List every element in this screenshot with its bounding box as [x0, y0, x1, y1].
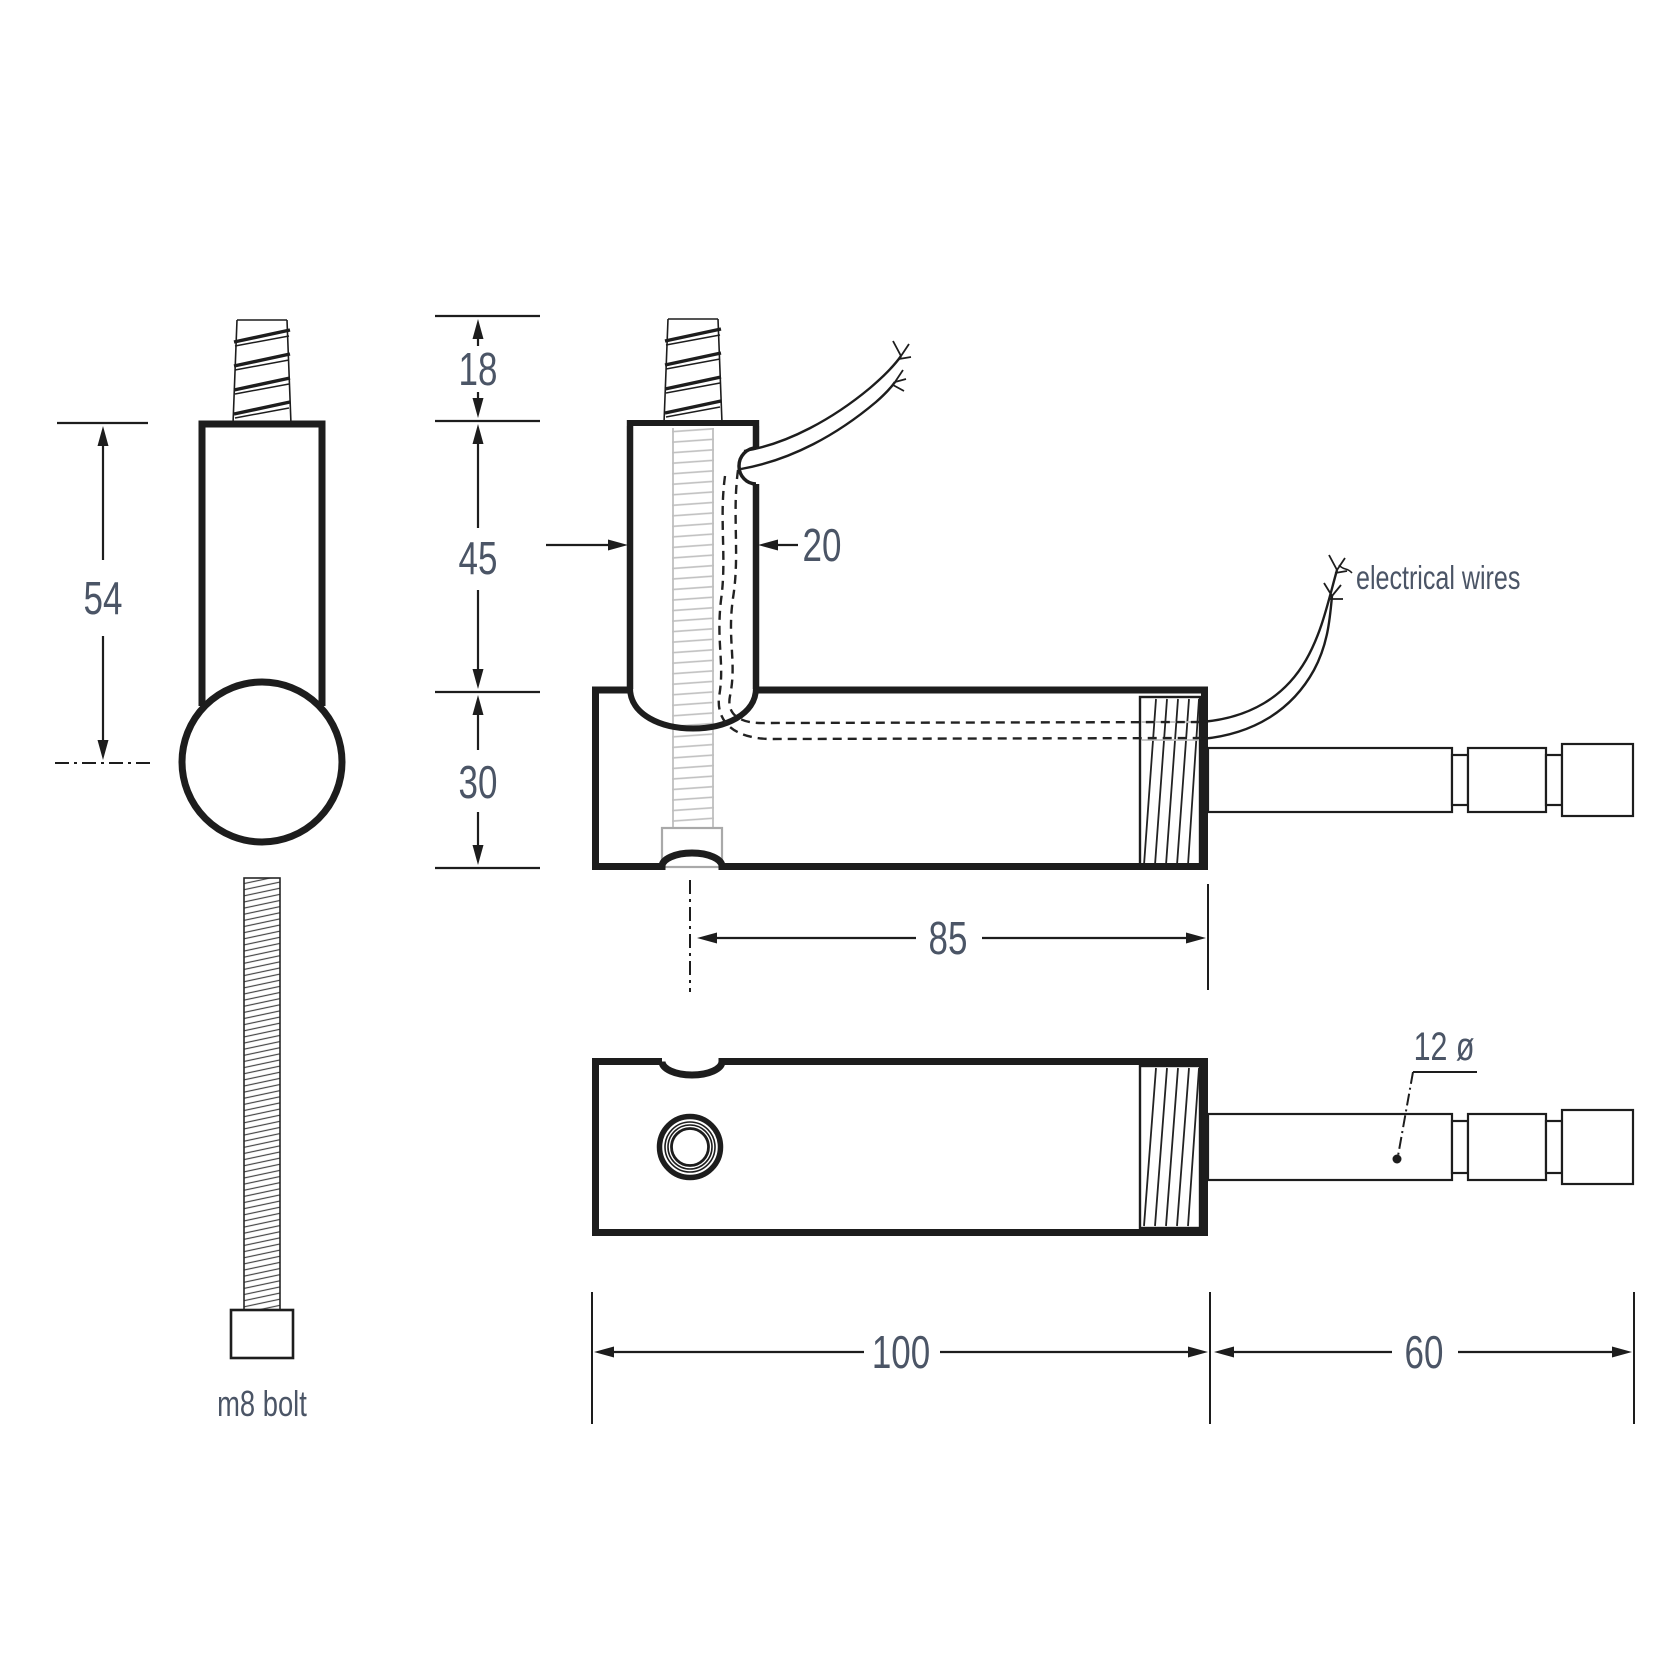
hidden-wire-1: [728, 469, 1203, 725]
body-outline-bottom: [592, 1058, 1208, 1236]
knurl-band-bottom: [1138, 1064, 1202, 1230]
front-section-view: electrical wires 20 85: [546, 317, 1635, 992]
dim-100-left-arrow: [594, 1346, 614, 1358]
dim-60-label: 60: [1405, 1326, 1444, 1378]
cylinder-body: [198, 420, 326, 706]
knurl-band-front-lines: [1143, 698, 1200, 866]
m8-bolt: [229, 877, 295, 1360]
probe-shaft-front: [1206, 746, 1454, 814]
wires-leader: [1338, 564, 1353, 574]
probe-ring1-front: [1450, 753, 1470, 807]
dim-85-right-arrow: [1186, 932, 1206, 944]
mount-hole: [656, 1113, 724, 1181]
dia-12-label: 12 ø: [1414, 1024, 1475, 1069]
probe-segment-bottom: [1466, 1112, 1548, 1182]
hidden-rod-edges: [672, 428, 714, 828]
electrical-wires: [1201, 554, 1353, 741]
dim-45-arrow-up: [472, 424, 484, 444]
dim-20-label: 20: [803, 519, 842, 571]
dim-54-arrow-down: [97, 740, 109, 760]
probe-bottom: [1206, 1108, 1635, 1186]
dim-100-right-arrow: [1188, 1346, 1208, 1358]
dim-hole-to-end: 85: [697, 884, 1209, 990]
dim-cylinder-height: 54: [55, 421, 150, 764]
knurl-band-front: [1138, 695, 1202, 869]
dim-18-label: 18: [459, 343, 498, 395]
probe-shaft-bottom: [1206, 1112, 1454, 1182]
dim-45-arrow-down: [472, 669, 484, 689]
dim-tower-width: 20: [546, 519, 841, 571]
probe-ring1-bottom: [1450, 1119, 1470, 1175]
dim-20-left-arrow: [608, 539, 628, 551]
threaded-stud-left: [231, 318, 293, 426]
dim-100-extensions: [591, 1292, 1211, 1424]
dim-54-arrow-up: [97, 426, 109, 446]
left-side-view: [178, 318, 346, 846]
dia-12-leader-dot: [1392, 1154, 1402, 1164]
dim-30-label: 30: [459, 756, 498, 808]
hidden-threaded-rod: [672, 428, 714, 828]
bottom-view: 12 ø 100 60: [591, 1024, 1635, 1424]
dim-18-arrow-down: [472, 398, 484, 418]
dim-54-label: 54: [84, 572, 123, 624]
bolt-threaded-rod: [243, 877, 281, 1311]
knurl-band-bottom-lines: [1143, 1067, 1200, 1227]
dim-body-length: 100: [591, 1292, 1211, 1424]
tower-wire: [740, 340, 912, 471]
probe-ring2-bottom: [1544, 1119, 1564, 1175]
dim-85-label: 85: [929, 912, 968, 964]
electrical-wires-label: electrical wires: [1356, 560, 1520, 597]
probe-end-bottom: [1560, 1108, 1635, 1186]
dim-60-right-arrow: [1612, 1346, 1632, 1358]
tower-walls: [626, 426, 760, 689]
bore-bottom-arc: [627, 687, 759, 732]
bolt-head: [229, 1308, 295, 1360]
dim-stack-ticks: [435, 314, 540, 870]
probe-ring2-front: [1544, 753, 1564, 807]
pivot-ball: [178, 678, 346, 846]
body-outline-front: [592, 686, 1208, 870]
dia-12-leader: [1397, 1071, 1414, 1157]
dim-45-label: 45: [459, 532, 498, 584]
hidden-bolt-head: [660, 826, 724, 869]
dim-20-right-arrow: [758, 539, 778, 551]
probe-segment-front: [1466, 746, 1548, 814]
dim-30-arrow-up: [472, 695, 484, 715]
dim-100-label: 100: [872, 1326, 930, 1378]
dim-30-arrow-down: [472, 845, 484, 865]
probe-end-front: [1560, 742, 1635, 818]
dim-85-left-arrow: [697, 932, 717, 944]
threaded-stud-front: [662, 317, 724, 425]
dia-12-callout: 12 ø: [1392, 1024, 1477, 1164]
dim-probe-length: 60: [1214, 1292, 1635, 1424]
dim-60-left-arrow: [1214, 1346, 1234, 1358]
bolt-label: m8 bolt: [217, 1383, 307, 1424]
probe-front: [1206, 742, 1635, 818]
hidden-wire-2: [717, 475, 1203, 741]
dim-18-arrow-up: [472, 319, 484, 339]
knurl-band-bottom-outline: [1138, 1064, 1202, 1230]
dim-stack: 18 45 30: [435, 314, 540, 870]
